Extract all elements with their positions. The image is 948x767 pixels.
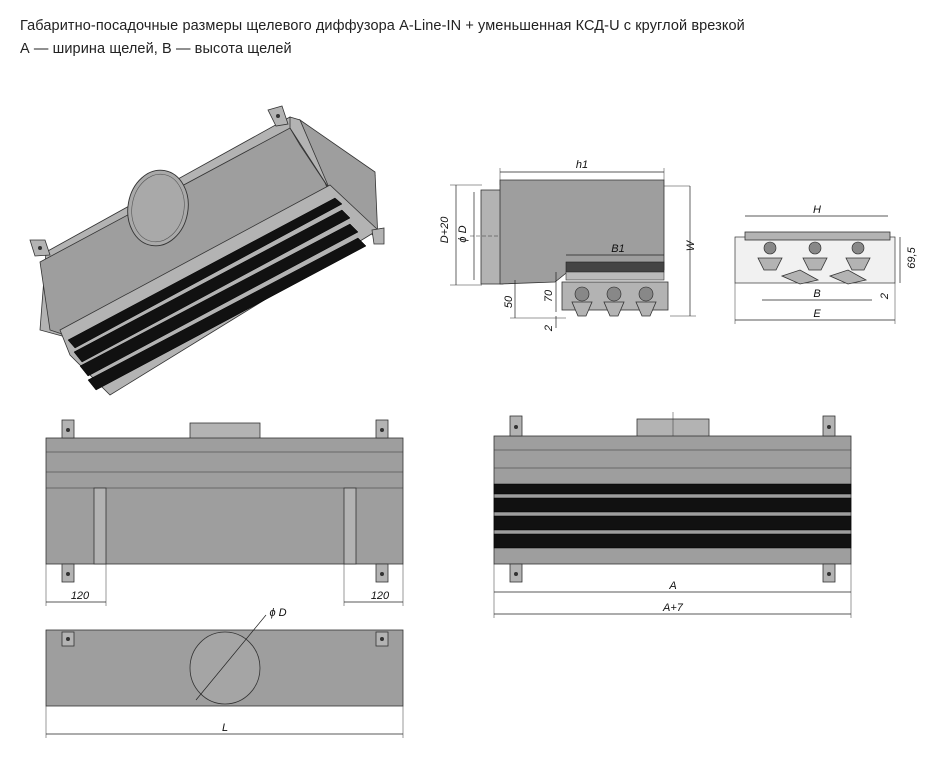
dim-b: B: [813, 288, 820, 300]
front-slots: [493, 483, 852, 549]
isometric-slots: [67, 197, 367, 391]
dim-h1: h1: [576, 159, 588, 171]
isometric-view: [29, 105, 385, 396]
dim-50: 50: [503, 295, 515, 308]
front-view: A A+7: [493, 412, 852, 618]
top-view: 120 120: [45, 419, 404, 606]
side-view: h1 D+20 ϕ D B1 W: [439, 159, 697, 332]
dim-b1: B1: [611, 243, 624, 255]
dim-120-left: 120: [71, 590, 90, 602]
dim-l: L: [222, 722, 228, 734]
dim-d-plus-20: D+20: [439, 216, 451, 243]
dim-phi-d: ϕ D: [457, 225, 469, 242]
dim-h: H: [813, 204, 821, 216]
dim-70: 70: [543, 289, 555, 302]
dim-e: E: [813, 308, 821, 320]
dim-2: 2: [543, 325, 555, 332]
dim-120-right: 120: [371, 590, 390, 602]
dim-a: A: [668, 580, 676, 592]
end-view: H B E 69,5 2: [734, 204, 918, 324]
bottom-view: ϕ D L: [45, 607, 404, 738]
caption-title: Габаритно-посадочные размеры щелевого ди…: [20, 18, 745, 34]
collar-circle: [189, 631, 261, 705]
end-slot-profiles: [757, 241, 871, 285]
dim-phi-d-bottom: ϕ D: [269, 607, 286, 619]
dim-w: W: [685, 239, 697, 251]
caption-legend: А — ширина щелей, В — высота щелей: [20, 41, 292, 57]
dim-69-5: 69,5: [906, 246, 918, 268]
side-slot-profiles: [571, 286, 657, 317]
dim-a-plus-7: A+7: [662, 602, 684, 614]
dim-2-end: 2: [879, 293, 891, 300]
